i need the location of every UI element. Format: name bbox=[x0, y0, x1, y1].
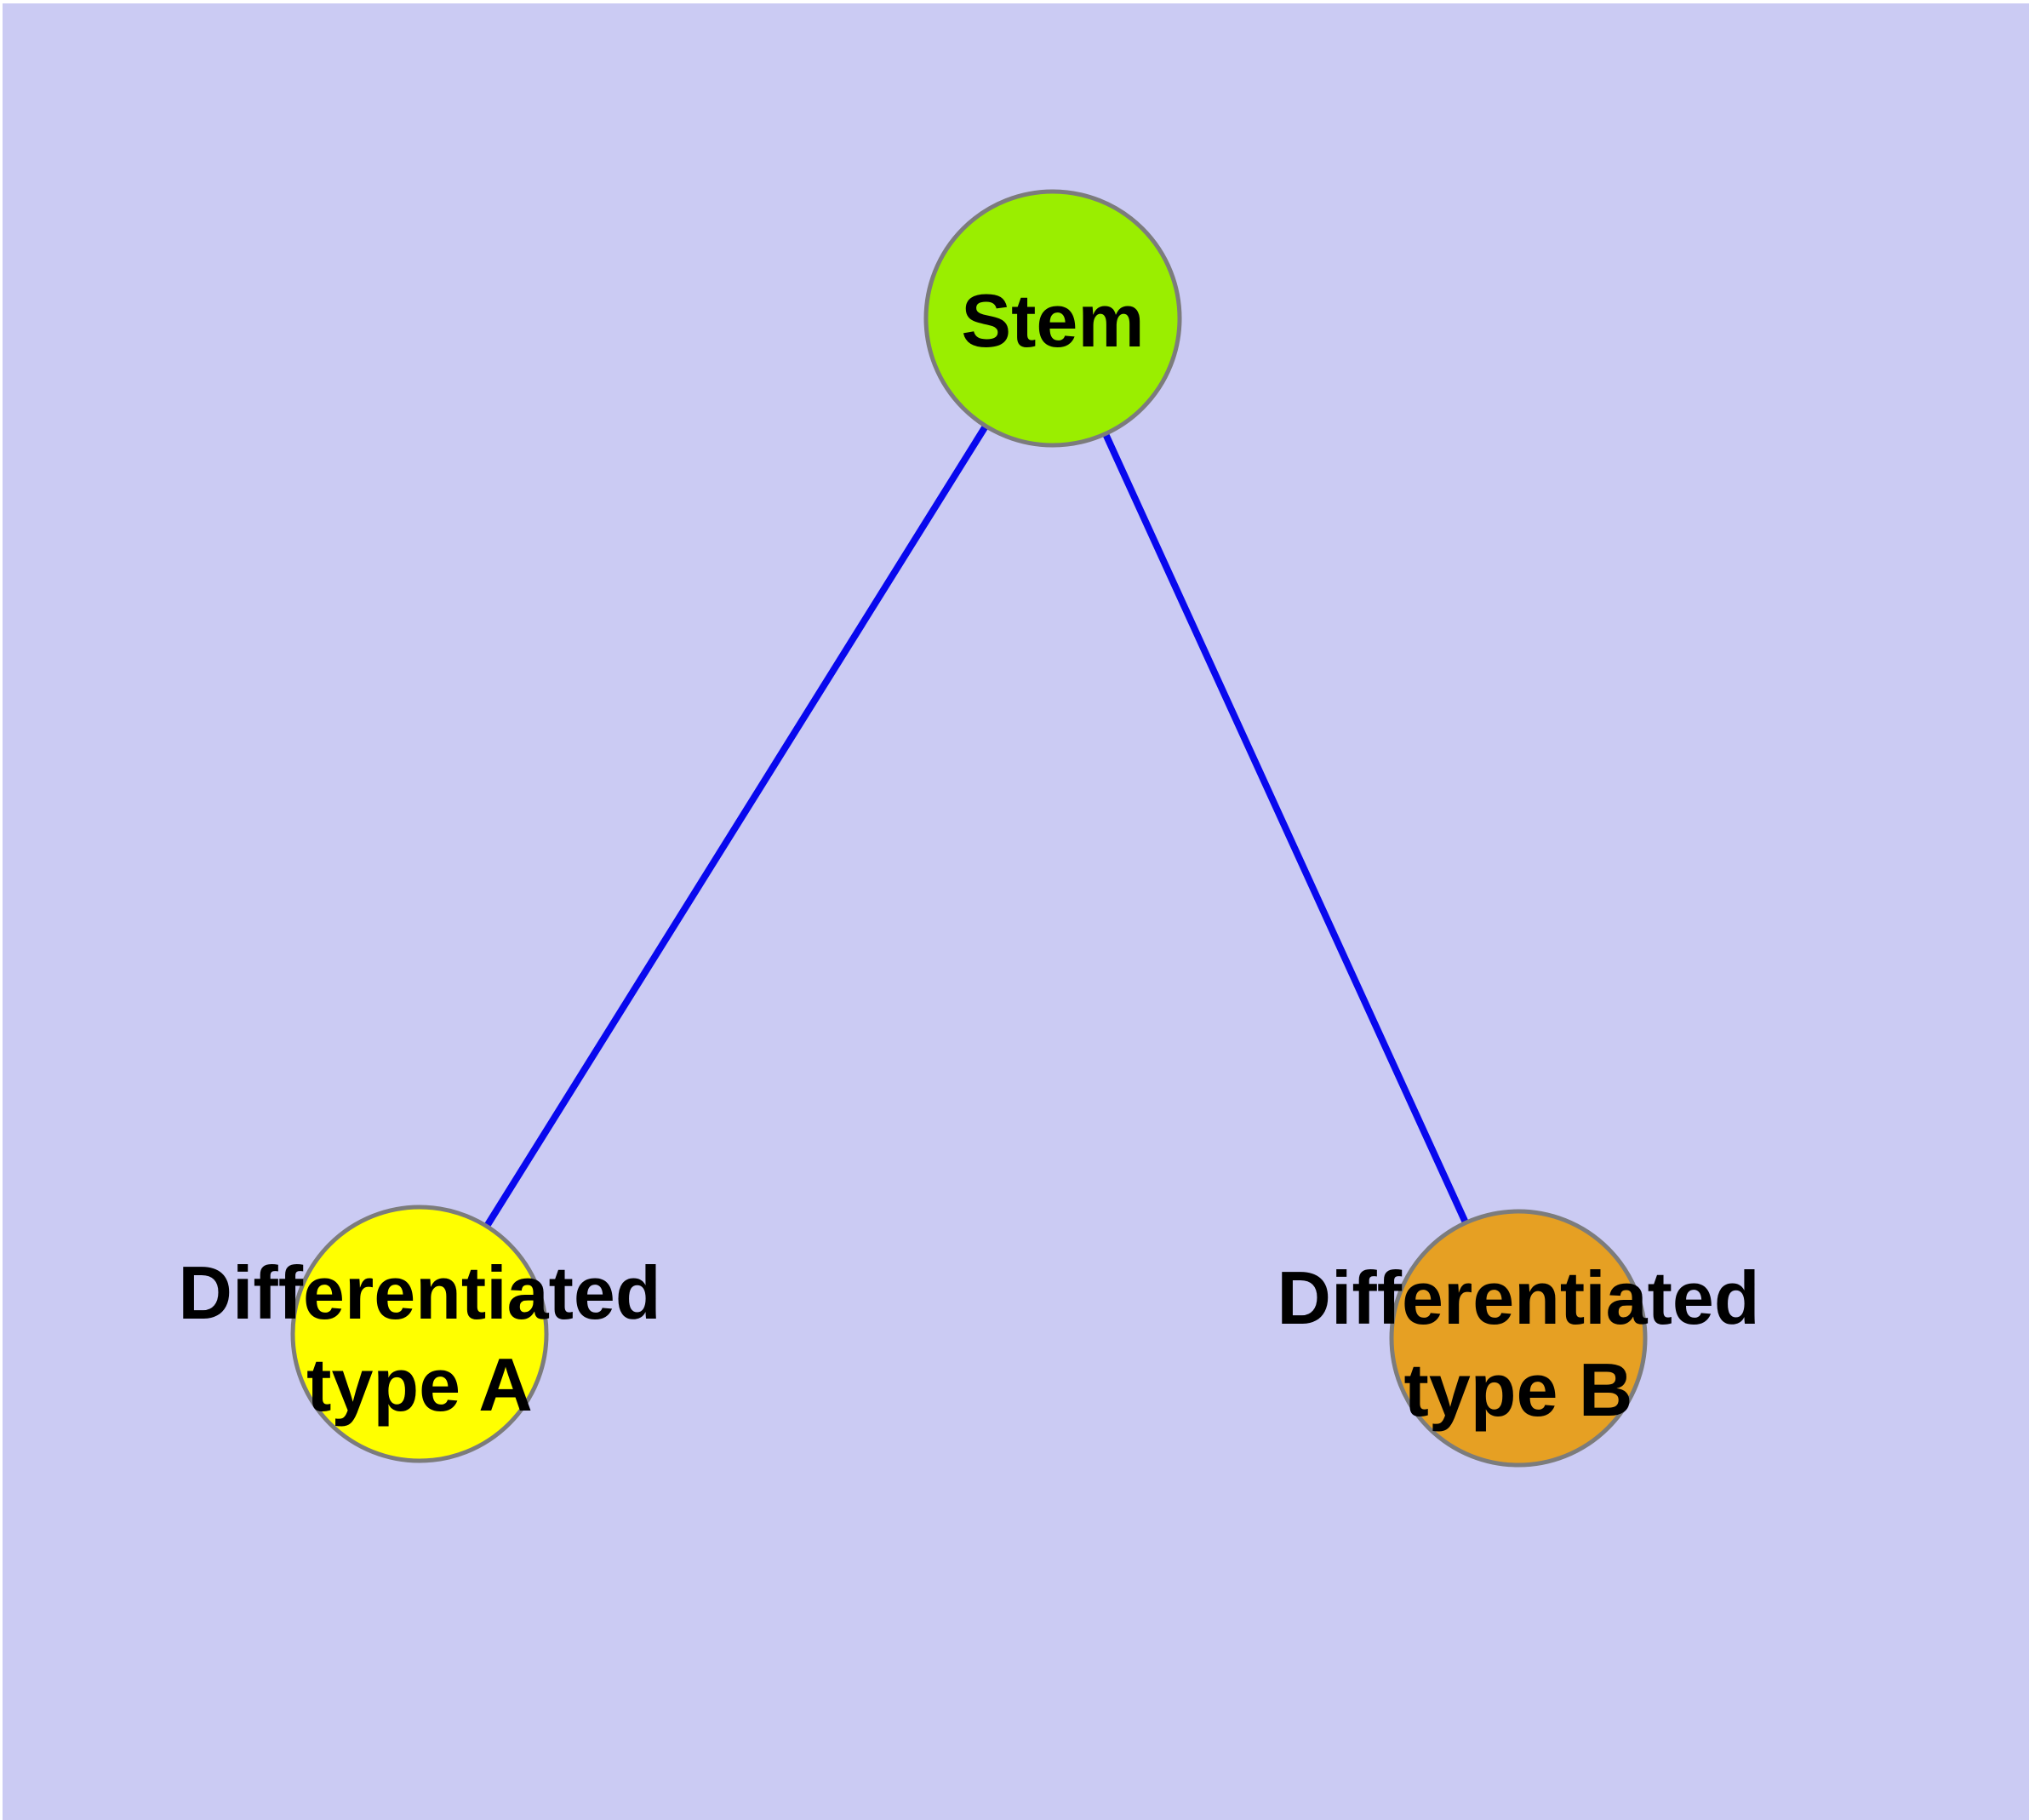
node-type-b-label-line2: type B bbox=[1404, 1348, 1633, 1432]
edge-stem-to-type-b bbox=[1049, 315, 1522, 1342]
node-type-a-label-line2: type A bbox=[306, 1342, 533, 1427]
frame-strip-top bbox=[0, 0, 2029, 3]
node-stem-circle bbox=[923, 189, 1182, 448]
node-stem: Stem bbox=[923, 189, 1182, 448]
node-stem-label: Stem bbox=[961, 278, 1144, 363]
node-differentiated-type-a: Differentiated type A bbox=[178, 1205, 661, 1463]
node-type-a-circle bbox=[290, 1205, 549, 1463]
node-type-b-label-line1: Differentiated bbox=[1277, 1256, 1759, 1340]
node-differentiated-type-b: Differentiated type B bbox=[1277, 1209, 1760, 1468]
edge-stem-to-type-a bbox=[416, 315, 1056, 1337]
edge-layer bbox=[416, 315, 1522, 1342]
frame-strip-left bbox=[0, 0, 3, 1820]
node-type-a-label-line1: Differentiated bbox=[178, 1251, 660, 1335]
node-type-b-circle bbox=[1389, 1209, 1648, 1468]
